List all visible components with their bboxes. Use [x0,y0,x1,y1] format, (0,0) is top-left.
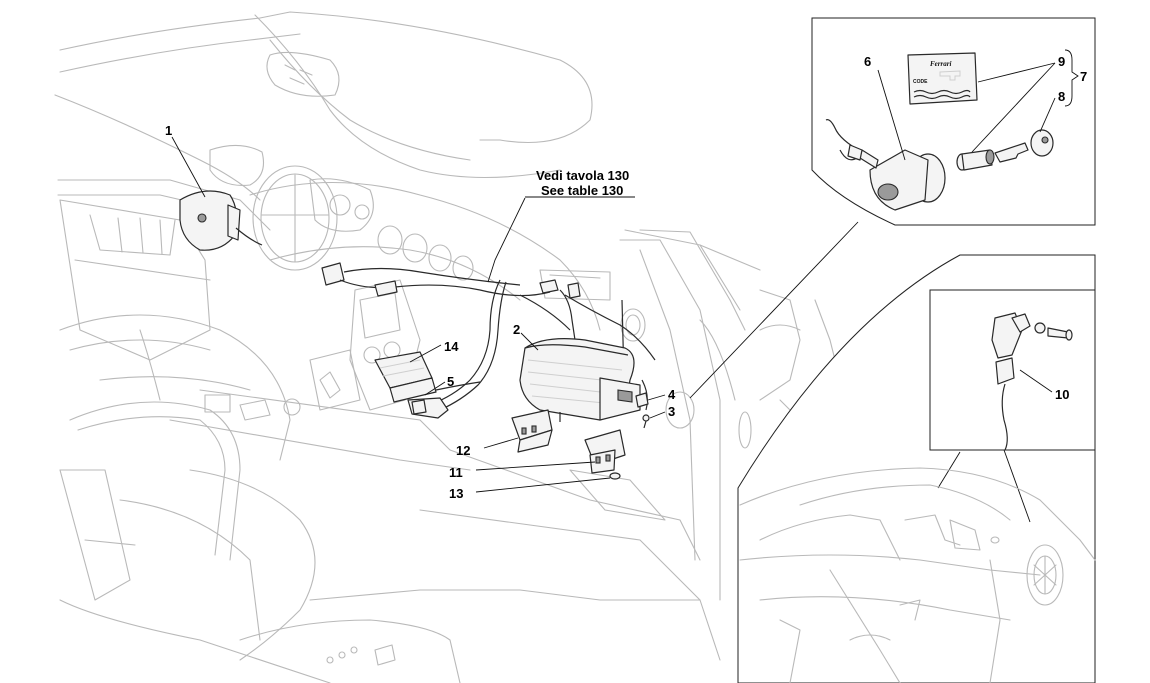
callout-2: 2 [513,322,520,337]
callout-10: 10 [1055,387,1069,402]
callout-11: 11 [449,465,463,480]
crash-sensor-part [991,312,1073,451]
control-unit-part [374,351,481,419]
passenger-airbag-module-part [519,338,641,422]
callout-1: 1 [165,123,172,138]
car-exterior-outline [739,467,1096,683]
code-card-brand: Ferrari [930,60,951,68]
lower-bracket-part [584,429,626,474]
code-card: Ferrari CODE [907,52,978,105]
column-wiring [321,262,559,297]
callout-8: 8 [1058,89,1065,104]
lock-barrel-part [956,149,995,171]
key-part [994,129,1054,163]
side-sensor-inset: 10 [737,254,1096,683]
callout-6: 6 [864,54,871,69]
callout-3: 3 [668,404,675,419]
nut-part [609,472,621,480]
callout-9: 9 [1058,54,1065,69]
ignition-switch-part [825,119,946,211]
connector-bolts-part [635,392,650,429]
reference-note-line1: Vedi tavola 130 [536,168,629,183]
ignition-lock-inset: Ferrari CODE 6 9 7 8 [689,17,1096,399]
callout-4: 4 [668,387,676,402]
code-card-label: CODE [913,79,928,85]
reference-note-line2: See table 130 [541,183,623,198]
callout-14: 14 [444,339,459,354]
mounting-bracket-part [511,409,553,453]
callout-5: 5 [447,374,454,389]
callout-13: 13 [449,486,463,501]
callout-7: 7 [1080,69,1087,84]
driver-airbag-part [179,190,263,251]
callout-12: 12 [456,443,470,458]
